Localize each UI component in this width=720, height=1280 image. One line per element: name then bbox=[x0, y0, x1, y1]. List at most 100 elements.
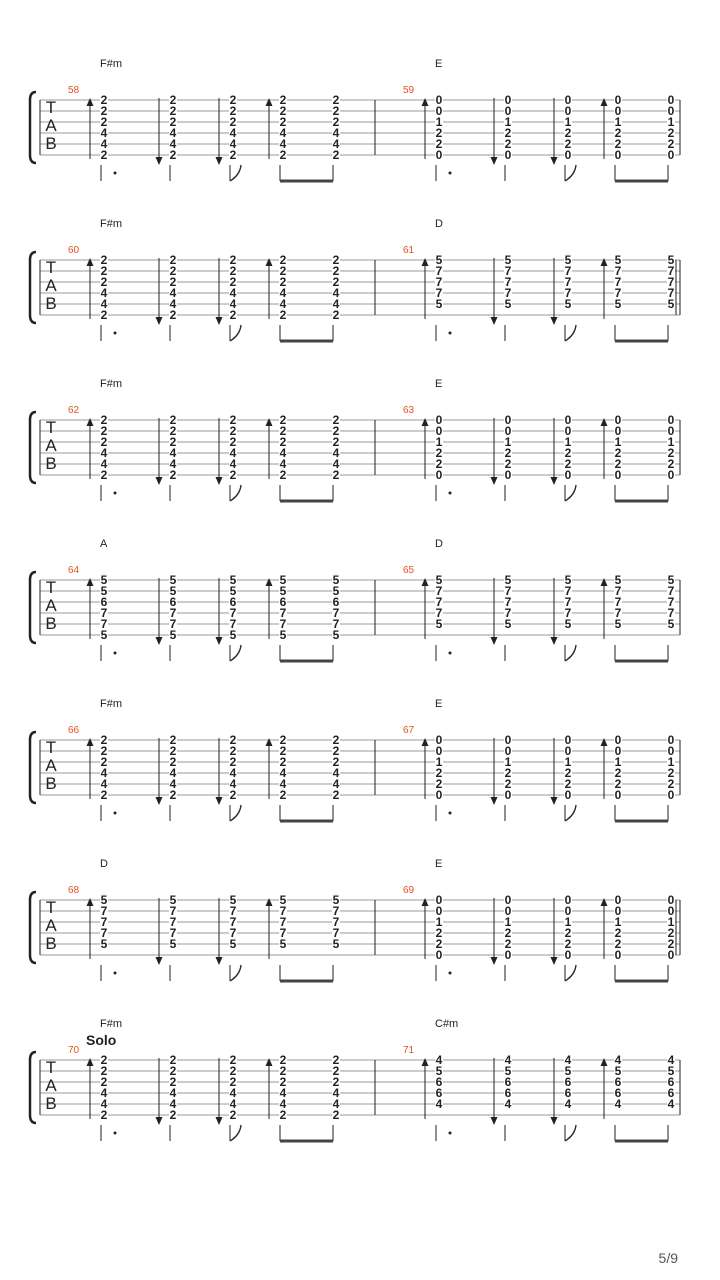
rhythm-flag bbox=[229, 484, 242, 502]
fret-bg bbox=[229, 150, 237, 160]
fret-number: 4 bbox=[333, 286, 340, 300]
fret-bg bbox=[667, 906, 675, 916]
fret-number: 4 bbox=[230, 766, 237, 780]
fret-bg bbox=[229, 906, 237, 916]
fret-number: 2 bbox=[170, 1064, 177, 1078]
fret-bg bbox=[169, 95, 177, 105]
rhythm-flag bbox=[229, 804, 242, 822]
fret-bg bbox=[279, 255, 287, 265]
fret-number: 4 bbox=[668, 1053, 675, 1067]
fret-number: 0 bbox=[436, 468, 443, 482]
fret-number: 2 bbox=[170, 275, 177, 289]
fret-bg bbox=[564, 746, 572, 756]
fret-bg bbox=[564, 95, 572, 105]
fret-bg bbox=[229, 1099, 237, 1109]
fret-number: 2 bbox=[230, 115, 237, 129]
strum-down-arrowhead bbox=[215, 1117, 223, 1125]
strum-up-arrowhead bbox=[86, 578, 94, 586]
fret-bg bbox=[435, 1099, 443, 1109]
fret-bg bbox=[667, 928, 675, 938]
fret-number: 2 bbox=[280, 253, 287, 267]
strum-up-arrowhead bbox=[600, 418, 608, 426]
fret-bg bbox=[100, 917, 108, 927]
fret-bg bbox=[435, 299, 443, 309]
fret-bg bbox=[614, 619, 622, 629]
fret-bg bbox=[229, 630, 237, 640]
fret-bg bbox=[332, 928, 340, 938]
fret-number: 0 bbox=[436, 948, 443, 962]
fret-number: 0 bbox=[565, 733, 572, 747]
fret-number: 2 bbox=[615, 777, 622, 791]
fret-bg bbox=[435, 255, 443, 265]
measure-number: 65 bbox=[403, 565, 415, 576]
fret-bg bbox=[229, 128, 237, 138]
fret-number: 2 bbox=[615, 126, 622, 140]
fret-bg bbox=[332, 906, 340, 916]
chord-name: F#m bbox=[100, 698, 122, 710]
fret-number: 2 bbox=[615, 446, 622, 460]
rhythm-dot bbox=[448, 651, 452, 655]
fret-bg bbox=[229, 597, 237, 607]
fret-number: 0 bbox=[436, 424, 443, 438]
fret-number: 2 bbox=[170, 468, 177, 482]
fret-bg bbox=[564, 299, 572, 309]
fret-bg bbox=[229, 266, 237, 276]
fret-number: 7 bbox=[333, 606, 340, 620]
fret-number: 2 bbox=[333, 1064, 340, 1078]
fret-bg bbox=[279, 1055, 287, 1065]
fret-bg bbox=[564, 917, 572, 927]
fret-bg bbox=[667, 939, 675, 949]
fret-bg bbox=[667, 608, 675, 618]
fret-bg bbox=[504, 106, 512, 116]
fret-bg bbox=[279, 437, 287, 447]
rhythm-dot bbox=[113, 971, 117, 975]
fret-number: 2 bbox=[230, 435, 237, 449]
fret-number: 5 bbox=[170, 573, 177, 587]
fret-bg bbox=[332, 1066, 340, 1076]
rhythm-dot bbox=[113, 171, 117, 175]
fret-number: 4 bbox=[333, 777, 340, 791]
fret-bg bbox=[504, 1077, 512, 1087]
fret-bg bbox=[279, 299, 287, 309]
fret-number: 4 bbox=[333, 446, 340, 460]
tab-system: TAB62F#m22244222244222244222244222244263… bbox=[28, 378, 681, 503]
system-brace bbox=[28, 90, 37, 165]
fret-number: 0 bbox=[615, 148, 622, 162]
fret-bg bbox=[667, 426, 675, 436]
fret-number: 5 bbox=[280, 893, 287, 907]
fret-bg bbox=[169, 1110, 177, 1120]
fret-bg bbox=[435, 757, 443, 767]
chord-name: D bbox=[100, 858, 108, 870]
strum-up-arrowhead bbox=[86, 738, 94, 746]
fret-bg bbox=[332, 437, 340, 447]
fret-number: 2 bbox=[280, 308, 287, 322]
fret-bg bbox=[169, 415, 177, 425]
measure-number: 63 bbox=[403, 405, 415, 416]
fret-number: 0 bbox=[505, 733, 512, 747]
fret-bg bbox=[169, 277, 177, 287]
fret-bg bbox=[229, 415, 237, 425]
fret-bg bbox=[332, 790, 340, 800]
fret-bg bbox=[100, 1088, 108, 1098]
fret-number: 6 bbox=[668, 1075, 675, 1089]
fret-bg bbox=[229, 1088, 237, 1098]
fret-number: 0 bbox=[668, 148, 675, 162]
fret-bg bbox=[279, 310, 287, 320]
fret-number: 6 bbox=[668, 1086, 675, 1100]
fret-number: 2 bbox=[436, 937, 443, 951]
fret-number: 7 bbox=[668, 584, 675, 598]
fret-bg bbox=[564, 1088, 572, 1098]
fret-number: 7 bbox=[505, 286, 512, 300]
fret-bg bbox=[100, 266, 108, 276]
fret-number: 4 bbox=[280, 1097, 287, 1111]
fret-bg bbox=[169, 1066, 177, 1076]
fret-bg bbox=[564, 928, 572, 938]
fret-bg bbox=[504, 1055, 512, 1065]
rhythm-flag bbox=[564, 804, 577, 822]
fret-number: 0 bbox=[505, 468, 512, 482]
chord-name: D bbox=[435, 538, 443, 550]
fret-number: 2 bbox=[101, 435, 108, 449]
fret-number: 2 bbox=[615, 937, 622, 951]
fret-bg bbox=[332, 470, 340, 480]
